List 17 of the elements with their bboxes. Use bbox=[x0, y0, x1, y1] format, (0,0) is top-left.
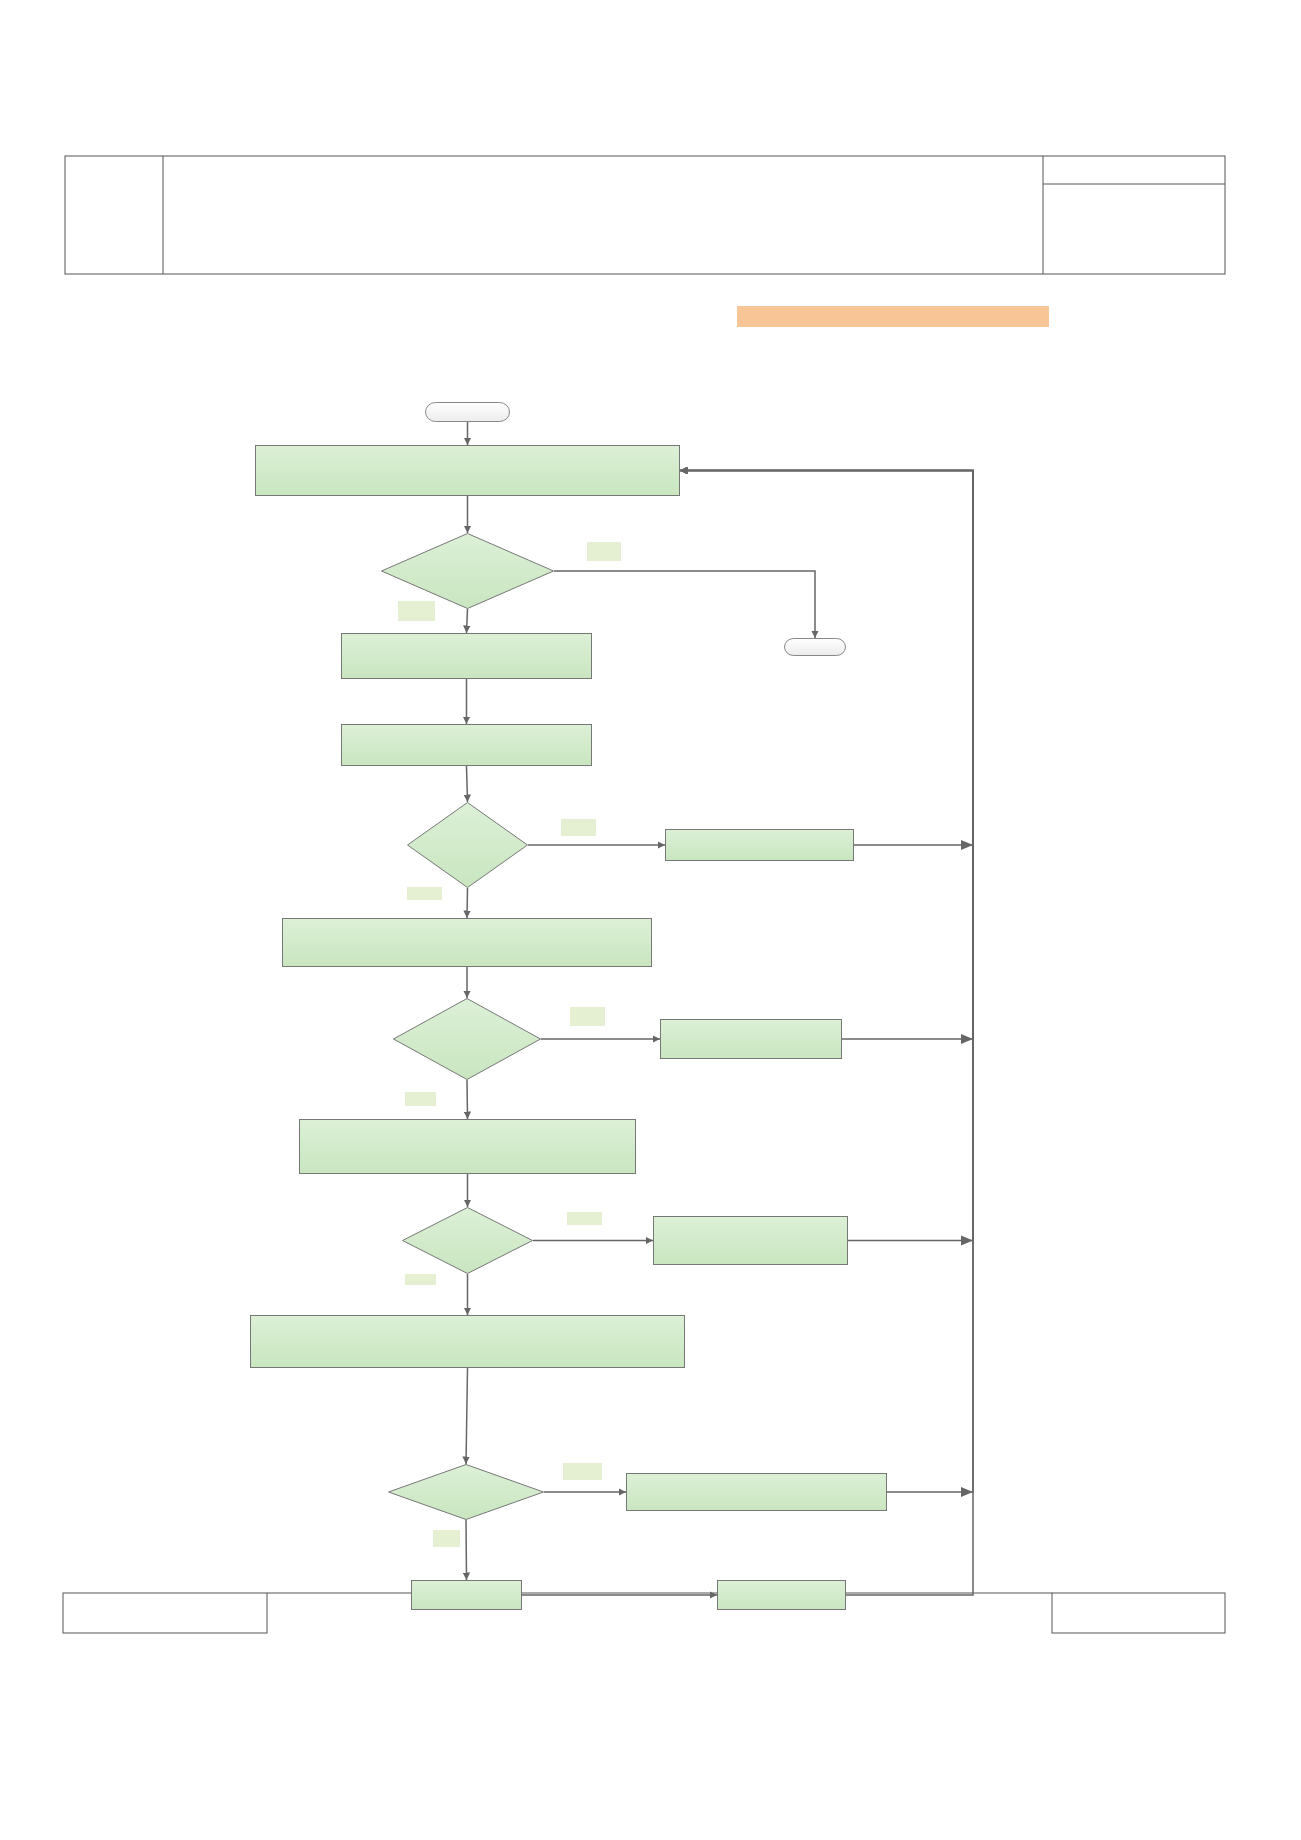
process-box bbox=[665, 829, 854, 861]
process-box bbox=[717, 1580, 846, 1610]
process-box bbox=[626, 1473, 887, 1511]
process-box bbox=[411, 1580, 522, 1610]
decision-diamond bbox=[407, 802, 528, 888]
process-box bbox=[255, 445, 680, 496]
process-box bbox=[250, 1315, 685, 1368]
process-box bbox=[299, 1119, 636, 1174]
process-box bbox=[660, 1019, 842, 1059]
decision-diamond bbox=[388, 1464, 544, 1520]
process-box bbox=[653, 1216, 848, 1265]
process-box bbox=[282, 918, 652, 967]
process-box bbox=[341, 633, 592, 679]
decision-diamond bbox=[393, 998, 541, 1080]
process-box bbox=[341, 724, 592, 766]
decision-diamond bbox=[402, 1207, 533, 1274]
decision-diamond bbox=[381, 533, 554, 609]
